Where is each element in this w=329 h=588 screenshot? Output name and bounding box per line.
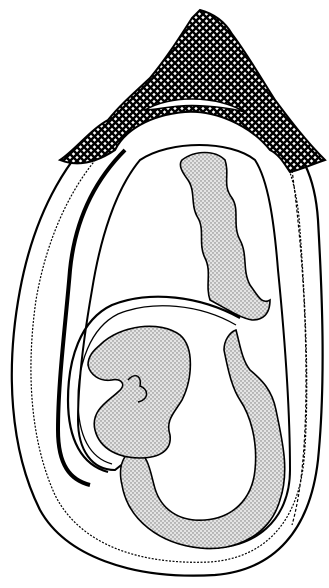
ovule-cross-section-diagram <box>0 0 329 588</box>
ovule-diagram-svg <box>0 0 329 588</box>
